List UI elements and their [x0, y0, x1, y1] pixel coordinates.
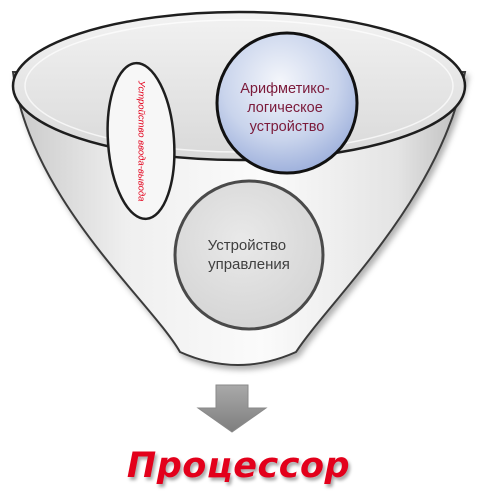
control-unit-node: Устройство управления [173, 179, 325, 331]
processor-title: Процессор [126, 446, 351, 486]
alu-shape [215, 31, 359, 175]
alu-label-line-3: устройство [250, 119, 325, 135]
alu-label-line-2: логическое [247, 100, 323, 116]
alu-label-line-1: Арифметико- [240, 81, 330, 97]
control-unit-shape [173, 179, 325, 331]
control-unit-label: Устройство управления [208, 237, 291, 273]
io-device-shape [106, 61, 176, 221]
io-device-label: Устройство ввода-вывода [135, 80, 146, 202]
down-arrow-icon [196, 384, 268, 433]
alu-node: Арифметико- логическое устройство [215, 31, 359, 175]
control-unit-label-line-2: управления [208, 256, 290, 273]
control-unit-label-line-1: Устройство [208, 237, 286, 254]
alu-label: Арифметико- логическое устройство [240, 81, 334, 135]
io-device-node: Устройство ввода-вывода [106, 61, 176, 221]
